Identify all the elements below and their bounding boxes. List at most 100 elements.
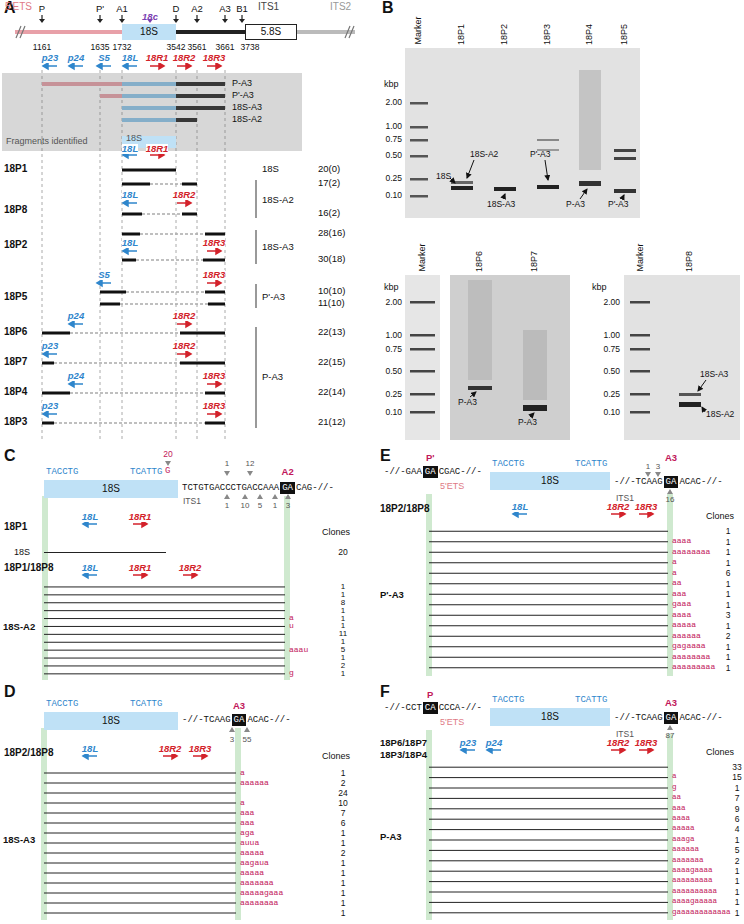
clone-count: 1 bbox=[341, 879, 346, 888]
position-number: 3542 bbox=[167, 43, 186, 52]
label: 21(12) bbox=[318, 417, 345, 427]
node-text: GA bbox=[425, 468, 436, 477]
primer-label: 18R1 bbox=[146, 53, 169, 63]
clone-count: 1 bbox=[341, 591, 345, 599]
primer-label: p23 bbox=[460, 738, 476, 748]
clone-count: 1 bbox=[341, 769, 346, 778]
clone-line bbox=[44, 650, 285, 651]
clone-line bbox=[44, 903, 236, 904]
group-bracket bbox=[255, 180, 257, 428]
panel-letter: E bbox=[380, 448, 391, 464]
clone-line bbox=[44, 853, 236, 854]
size-marker: 2.00 bbox=[603, 298, 620, 307]
primer-label: p23 bbox=[42, 401, 58, 411]
primer-label: 18R2 bbox=[173, 190, 196, 200]
clone-line bbox=[44, 594, 285, 595]
primer-label: S5 bbox=[98, 270, 110, 280]
node-text: Fragments identified bbox=[6, 137, 88, 146]
callout-number: 87 bbox=[666, 732, 675, 740]
sequence: ACAC-//- bbox=[247, 716, 290, 725]
tail-sequence: aaaga bbox=[672, 836, 695, 844]
primer-label: 18L bbox=[122, 53, 138, 63]
clone-line bbox=[44, 913, 236, 914]
primer-label: 18L bbox=[82, 744, 98, 754]
size-marker: 0.25 bbox=[385, 390, 402, 399]
clone-line bbox=[429, 871, 668, 872]
clone-count: 1 bbox=[735, 888, 740, 897]
clone-line bbox=[429, 788, 668, 789]
clone-count: 1 bbox=[735, 877, 740, 886]
group-label: P'-A3 bbox=[380, 590, 404, 600]
clone-line bbox=[44, 883, 236, 884]
clone-count: 1 bbox=[726, 559, 731, 568]
tail-sequence: aa bbox=[672, 579, 682, 587]
node-text: 18S bbox=[126, 134, 142, 143]
tail-sequence: aaaaaaaaa bbox=[672, 663, 715, 671]
clone-line bbox=[429, 604, 668, 605]
clone-count: 1 bbox=[341, 670, 345, 678]
node-text: 18S bbox=[102, 484, 120, 494]
tail-sequence: aaa bbox=[240, 809, 254, 817]
size-marker: 0.10 bbox=[385, 191, 402, 200]
clone-line bbox=[429, 840, 668, 841]
lane-label: 18P6 bbox=[476, 251, 485, 272]
tail-sequence: aaaaaaaa bbox=[672, 653, 710, 661]
tail-sequence: aaaaaa bbox=[672, 632, 701, 640]
clone-count: 6 bbox=[735, 815, 740, 824]
tail-sequence: gaaaaaaaaaaaa bbox=[672, 909, 731, 917]
callout-number: 3 bbox=[230, 736, 234, 744]
gel-top bbox=[405, 48, 640, 218]
callout-number: 1 bbox=[273, 502, 277, 510]
clone-count: 1 bbox=[735, 867, 740, 876]
position-number: 1732 bbox=[113, 43, 132, 52]
clone-count: 1 bbox=[341, 638, 345, 646]
construct-name: 18P1/18P8 bbox=[4, 563, 54, 573]
clone-count: 3 bbox=[726, 611, 731, 620]
construct-name: 18P1 bbox=[4, 164, 27, 174]
clone-count: 6 bbox=[726, 569, 731, 578]
clone-count: 1 bbox=[726, 601, 731, 610]
label: 28(16) bbox=[318, 228, 345, 238]
panel-letter: F bbox=[380, 684, 390, 700]
label: Clones bbox=[706, 512, 734, 521]
tail-sequence: aaaaaaa bbox=[240, 879, 274, 887]
group-label: 18S-A2 bbox=[3, 622, 35, 632]
tail-sequence: aaaagaaaaa bbox=[672, 898, 717, 906]
gel-bottom-right bbox=[624, 275, 740, 440]
sequence: TCATTG bbox=[575, 696, 607, 705]
site-label: B1 bbox=[236, 4, 248, 14]
callout-number: 10 bbox=[241, 502, 250, 510]
label: kbp bbox=[384, 80, 399, 89]
tail-sequence: a bbox=[672, 569, 677, 577]
primer-label: 18R3 bbox=[203, 270, 226, 280]
construct-name: 18P2/18P8 bbox=[380, 504, 430, 514]
callout-number: 20 bbox=[163, 450, 172, 459]
lane-label: 18P1 bbox=[458, 24, 467, 45]
position-number: 3738 bbox=[241, 43, 260, 52]
size-marker: 0.75 bbox=[385, 135, 402, 144]
clone-line bbox=[44, 673, 285, 674]
construct-name: 18P4 bbox=[4, 387, 27, 397]
label: 22(14) bbox=[318, 387, 345, 397]
sequence: CCCA-//- bbox=[439, 704, 482, 713]
node-text: GA bbox=[234, 716, 245, 725]
clone-line bbox=[429, 646, 668, 647]
band-label: 18S-A2 bbox=[470, 150, 498, 159]
clone-count: 8 bbox=[341, 599, 345, 607]
gel-bottom-left bbox=[405, 275, 440, 440]
sequence: CGAC-//- bbox=[439, 468, 482, 477]
tail-sequence: aaaaaaaaa bbox=[672, 877, 713, 885]
clone-count: 33 bbox=[732, 763, 741, 772]
clone-count: 1 bbox=[341, 607, 345, 615]
clone-count: 1 bbox=[726, 643, 731, 652]
site-label: A2 bbox=[282, 467, 294, 477]
sequence: TCATTG bbox=[130, 468, 162, 477]
tail-sequence: aaaaa bbox=[240, 849, 264, 857]
size-marker: 0.50 bbox=[385, 151, 402, 160]
tail-sequence: auua bbox=[240, 839, 259, 847]
clone-line bbox=[44, 793, 236, 794]
clone-count: 10 bbox=[338, 799, 347, 808]
node-text: GA bbox=[666, 478, 677, 487]
site-label: D bbox=[173, 4, 180, 14]
cleavage-site-box: CA bbox=[423, 702, 438, 714]
